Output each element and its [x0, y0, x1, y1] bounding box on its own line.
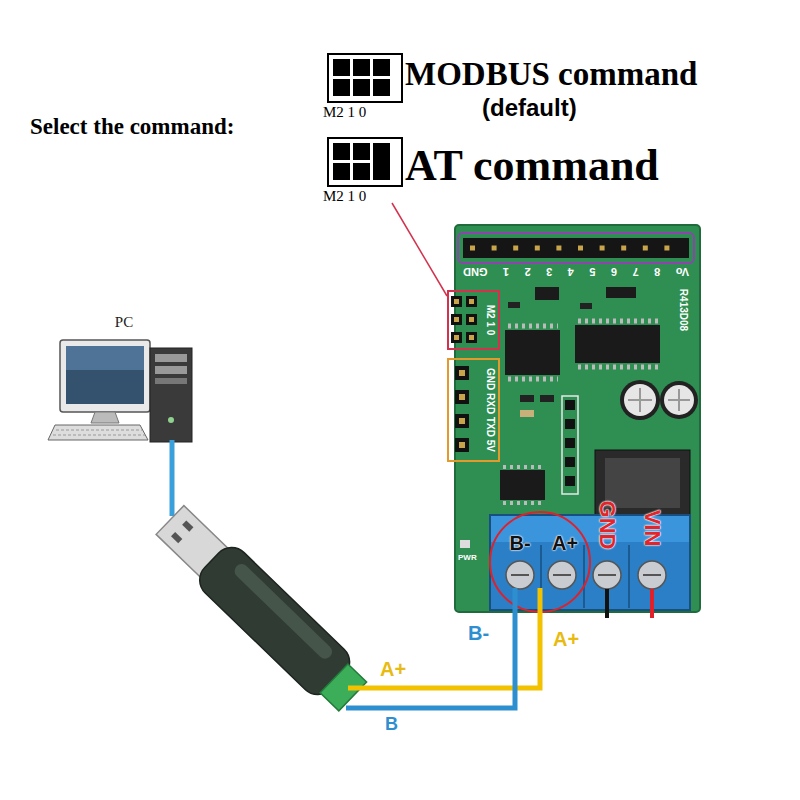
b-wire: [346, 588, 515, 708]
leader-line: [392, 203, 447, 296]
text-anchor: (default): [482, 94, 577, 122]
a-wire: [348, 588, 540, 688]
terminal-block: B- A+ GND VIN: [490, 475, 690, 612]
wire-label: A+: [380, 658, 406, 681]
wire-label: B: [385, 714, 398, 735]
pc-station: PC: [50, 312, 195, 447]
pin-labels: GND RXD TXD 5V: [485, 368, 496, 452]
text-anchor: PWR: [458, 553, 477, 562]
pc-illustration: [48, 340, 192, 442]
jumper-label: M2 1 0: [323, 104, 366, 121]
text-anchor: R413D08: [678, 289, 689, 331]
text-anchor: B-: [468, 622, 489, 645]
text-anchor: Select the command:: [30, 114, 234, 140]
terminal-label: VIN: [639, 510, 665, 547]
relay-board: R413D08 Vo 8 7 6 5 4 3 2 1 GND M2 1 0 GND R…: [455, 225, 700, 612]
jumper-icon: [328, 138, 402, 186]
jumper-label: M2 1 0: [485, 305, 496, 336]
mode-label: MODBUS command: [405, 56, 697, 93]
terminal-label: B-: [509, 532, 530, 555]
text-anchor: A+: [380, 658, 406, 681]
text-anchor: M2 1 0: [485, 305, 496, 336]
pin-labels: Vo 8 7 6 5 4 3 2 1 GND: [463, 266, 689, 278]
terminal-label: A+: [552, 532, 578, 555]
text-anchor: MODBUS command: [405, 56, 697, 93]
text-anchor: AT command: [405, 140, 659, 191]
board-model: R413D08: [678, 289, 689, 331]
text-anchor: Vo 8 7 6 5 4 3 2 1 GND: [463, 266, 689, 278]
text-anchor: GND RXD TXD 5V: [485, 368, 496, 452]
device-label: PC: [115, 314, 133, 331]
instruction-text: Select the command:: [30, 114, 234, 140]
mode-label: AT command: [405, 140, 659, 191]
vin-wire: [650, 589, 654, 618]
text-anchor: A+: [553, 628, 579, 651]
relay-board-art: [451, 225, 700, 612]
text-anchor: M2 1 0: [323, 104, 366, 121]
usb-rs485-adapter: [151, 500, 373, 717]
text-anchor: PC: [115, 314, 133, 331]
pin-header: Vo 8 7 6 5 4 3 2 1 GND: [458, 229, 694, 281]
usb-cable: [170, 440, 175, 516]
text-anchor: VIN: [639, 510, 665, 547]
gnd-wire: [605, 589, 609, 618]
default-note: (default): [482, 94, 577, 122]
jumper-label: M2 1 0: [323, 188, 366, 205]
wire-label: A+: [553, 628, 579, 651]
led-label: PWR: [458, 553, 477, 562]
text-anchor: GND: [594, 501, 620, 550]
text-anchor: B-: [509, 532, 530, 555]
text-anchor: B: [385, 714, 398, 735]
wire-label: B-: [468, 622, 489, 645]
jumper-icon: [328, 54, 402, 102]
jumper-block: M2 1 0: [447, 290, 500, 350]
uart-header: GND RXD TXD 5V: [447, 358, 500, 462]
text-anchor: A+: [552, 532, 578, 555]
terminal-label: GND: [594, 501, 620, 550]
text-anchor: M2 1 0: [323, 188, 366, 205]
